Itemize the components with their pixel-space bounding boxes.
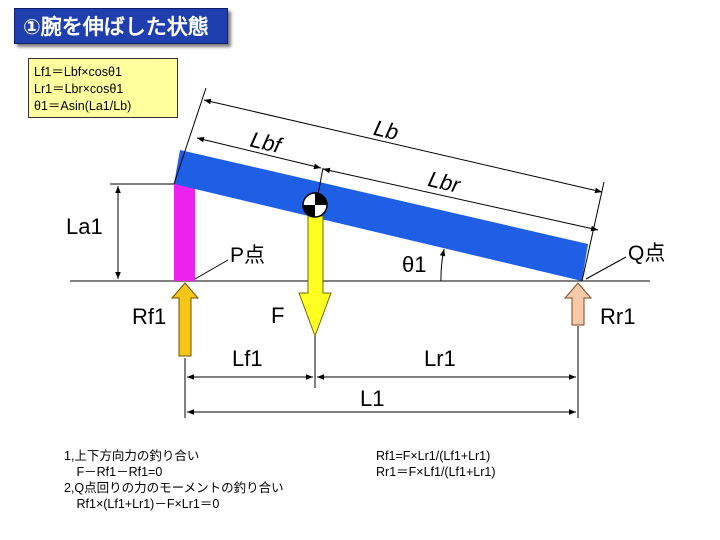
support-post — [174, 184, 195, 281]
lr1-label: Lr1 — [424, 346, 456, 371]
theta1-label: θ1 — [402, 252, 426, 277]
equation-line-3: 2,Q点回りの力のモーメントの釣り合い — [64, 481, 284, 495]
equation-line-4: Rf1×(Lf1+Lr1)－F×Lr1＝0 — [64, 497, 220, 511]
formula-theta1: θ1＝Asin(La1/Lb) — [34, 99, 132, 113]
lb-label: Lb — [371, 115, 400, 145]
page-title: ①腕を伸ばした状態 — [14, 8, 228, 44]
formula-lf1: Lf1＝Lbf×cosθ1 — [34, 65, 122, 79]
equilibrium-equations: 1,上下方向力の釣り合い F－Rf1－Rf1=0 2,Q点回りの力のモーメントの… — [64, 448, 284, 512]
f-label: F — [271, 303, 284, 328]
p-point-leader — [194, 259, 229, 280]
q-point-label: Q点 — [628, 242, 665, 265]
lf1-label: Lf1 — [232, 346, 263, 371]
force-f-arrow — [298, 215, 332, 338]
reaction-rr1-arrow — [563, 282, 593, 326]
reaction-solutions: Rf1=F×Lr1/(Lf1+Lr1) Rr1＝F×Lf1/(Lf1+Lr1) — [376, 448, 496, 480]
q-point-leader — [585, 256, 627, 280]
equation-line-1: 1,上下方向力の釣り合い — [64, 449, 200, 463]
l1-label: L1 — [360, 386, 384, 411]
formula-lr1: Lr1＝Lbr×cosθ1 — [34, 82, 124, 96]
equation-line-2: F－Rf1－Rf1=0 — [64, 465, 163, 479]
lbf-dim-line — [196, 136, 322, 170]
lb-ext-left — [173, 87, 207, 185]
center-of-gravity-icon — [302, 192, 328, 218]
la1-label: La1 — [66, 214, 103, 239]
reaction-rf1-arrow — [170, 282, 200, 357]
lb-ext-right — [581, 181, 605, 282]
lbr-dim-line — [322, 167, 599, 232]
solution-rr1: Rr1＝F×Lf1/(Lf1+Lr1) — [376, 465, 496, 479]
rr1-label: Rr1 — [600, 304, 635, 329]
lbf-label: Lbf — [248, 127, 286, 159]
solution-rf1: Rf1=F×Lr1/(Lf1+Lr1) — [376, 449, 491, 463]
p-point-label: P点 — [230, 244, 265, 267]
formula-note: Lf1＝Lbf×cosθ1 Lr1＝Lbr×cosθ1 θ1＝Asin(La1/… — [28, 58, 178, 118]
rf1-label: Rf1 — [132, 304, 166, 329]
theta1-arc — [439, 248, 446, 282]
